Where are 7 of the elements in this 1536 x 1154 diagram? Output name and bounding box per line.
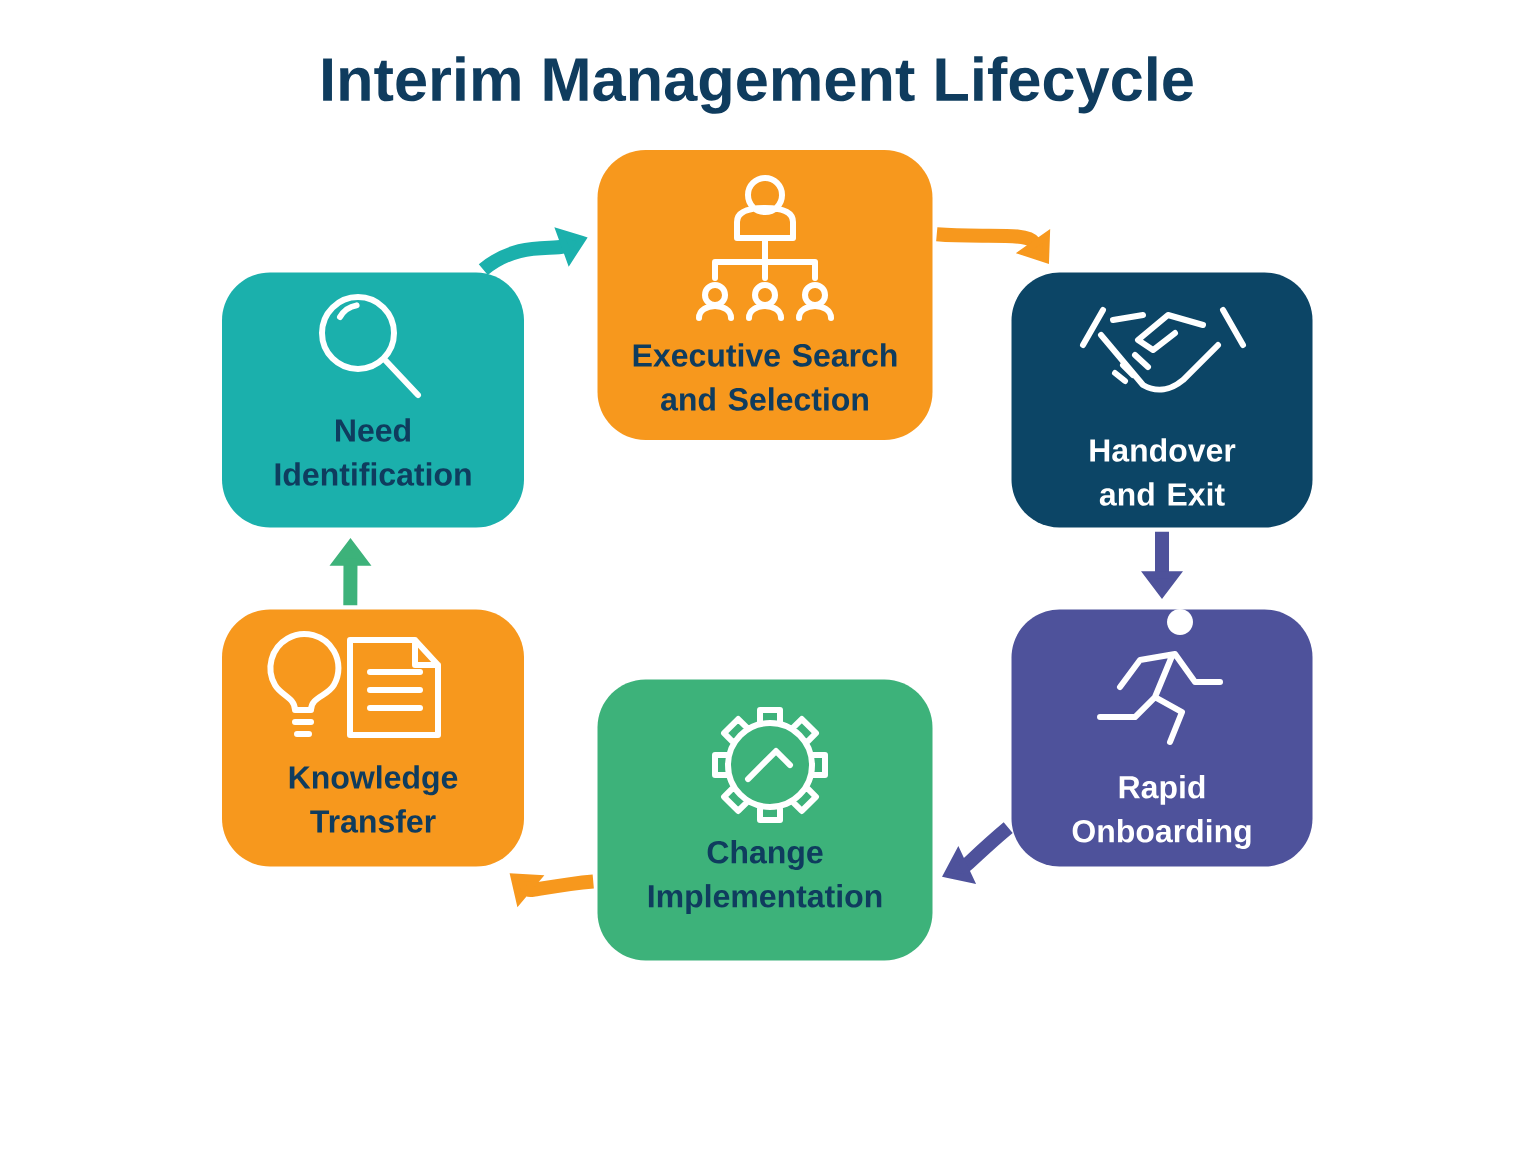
- process-box: Knowledge Transfer: [222, 609, 524, 867]
- process-box: Executive Search and Selection: [597, 150, 933, 440]
- title: Interim Management Lifecycle: [323, 56, 1193, 114]
- process-box: Change Implementation: [597, 679, 933, 961]
- process-box: Rapid Onboarding: [1011, 609, 1313, 867]
- process-box: Need Identification: [222, 272, 524, 528]
- process-box: Handover and Exit: [1011, 272, 1313, 528]
